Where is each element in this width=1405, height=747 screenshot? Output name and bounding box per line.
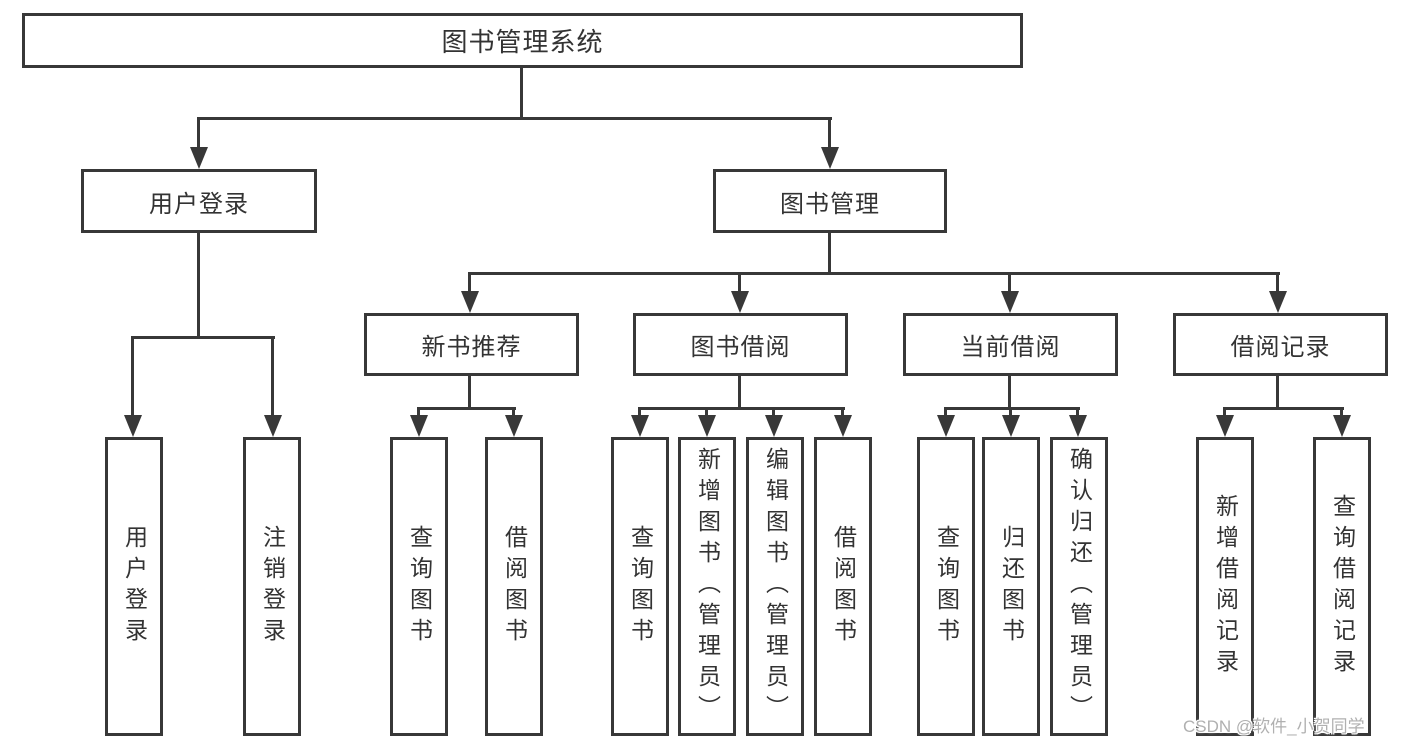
connector-drop-re1 (1223, 407, 1226, 419)
connector-drop-cu1 (944, 407, 947, 419)
arrow-to-re2 (1333, 415, 1351, 437)
leaf-return-books: 归还图书 (982, 437, 1040, 736)
connector-mgmt-bar (468, 272, 1280, 275)
leaf-edit-books-admin: 编辑图书（管理员） (746, 437, 804, 736)
connector-drop-br4 (841, 407, 844, 419)
connector-login-stem (197, 233, 200, 339)
node-borrow-records: 借阅记录 (1173, 313, 1388, 376)
connector-drop-nb1 (417, 407, 420, 419)
connector-records-bar (1223, 407, 1344, 410)
arrow-to-cu1 (937, 415, 955, 437)
connector-drop-br2 (705, 407, 708, 419)
arrow-to-nb2 (505, 415, 523, 437)
connector-current-stem (1008, 376, 1011, 410)
connector-root-bar (198, 117, 832, 120)
node-new-book-recommend: 新书推荐 (364, 313, 579, 376)
csdn-watermark: CSDN @软件_小贺同学 (1183, 717, 1365, 736)
connector-newbook-stem (468, 376, 471, 410)
connector-drop-nb2 (512, 407, 515, 419)
leaf-query-books-3: 查询图书 (917, 437, 975, 736)
arrow-to-nb1 (410, 415, 428, 437)
leaf-add-books-admin: 新增图书（管理员） (678, 437, 736, 736)
leaf-query-books-2: 查询图书 (611, 437, 669, 736)
node-book-management: 图书管理 (713, 169, 947, 233)
connector-borrow-stem (738, 376, 741, 410)
connector-drop-book-mgmt (828, 117, 831, 152)
arrow-to-cu3 (1069, 415, 1087, 437)
connector-drop-cu3 (1076, 407, 1079, 419)
connector-borrow-bar (638, 407, 845, 410)
connector-drop-leaf-login2 (271, 336, 274, 419)
connector-newbook-bar (417, 407, 516, 410)
connector-drop-current (1008, 272, 1011, 294)
leaf-query-books-1: 查询图书 (390, 437, 448, 736)
arrow-to-br1 (631, 415, 649, 437)
connector-login-bar (131, 336, 275, 339)
node-user-login: 用户登录 (81, 169, 317, 233)
arrow-to-re1 (1216, 415, 1234, 437)
arrow-to-borrow (731, 291, 749, 313)
arrow-to-current (1001, 291, 1019, 313)
connector-records-stem (1276, 376, 1279, 410)
connector-drop-br3 (772, 407, 775, 419)
connector-drop-cu2 (1009, 407, 1012, 419)
connector-drop-re2 (1340, 407, 1343, 419)
leaf-borrow-books-2: 借阅图书 (814, 437, 872, 736)
node-root-system: 图书管理系统 (22, 13, 1023, 68)
arrow-to-user-login (190, 147, 208, 169)
arrow-to-cu2 (1002, 415, 1020, 437)
leaf-confirm-return-admin: 确认归还（管理员） (1050, 437, 1108, 736)
node-book-borrow: 图书借阅 (633, 313, 848, 376)
arrow-to-book-mgmt (821, 147, 839, 169)
leaf-user-login: 用户登录 (105, 437, 163, 736)
leaf-add-borrow-record: 新增借阅记录 (1196, 437, 1254, 736)
connector-drop-records (1276, 272, 1279, 294)
connector-drop-br1 (638, 407, 641, 419)
arrow-to-br3 (765, 415, 783, 437)
connector-drop-borrow (738, 272, 741, 294)
connector-mgmt-stem (828, 233, 831, 275)
connector-drop-leaf-login1 (131, 336, 134, 419)
connector-drop-newbook (468, 272, 471, 294)
connector-root-stem (520, 68, 523, 120)
node-current-borrow: 当前借阅 (903, 313, 1118, 376)
leaf-logout: 注销登录 (243, 437, 301, 736)
arrow-to-newbook (461, 291, 479, 313)
connector-current-bar (944, 407, 1080, 410)
arrow-to-leaf-login2 (264, 415, 282, 437)
arrow-to-br2 (698, 415, 716, 437)
leaf-borrow-books-1: 借阅图书 (485, 437, 543, 736)
connector-drop-user-login (197, 117, 200, 152)
leaf-query-borrow-record: 查询借阅记录 (1313, 437, 1371, 736)
arrow-to-leaf-login1 (124, 415, 142, 437)
arrow-to-records (1269, 291, 1287, 313)
arrow-to-br4 (834, 415, 852, 437)
